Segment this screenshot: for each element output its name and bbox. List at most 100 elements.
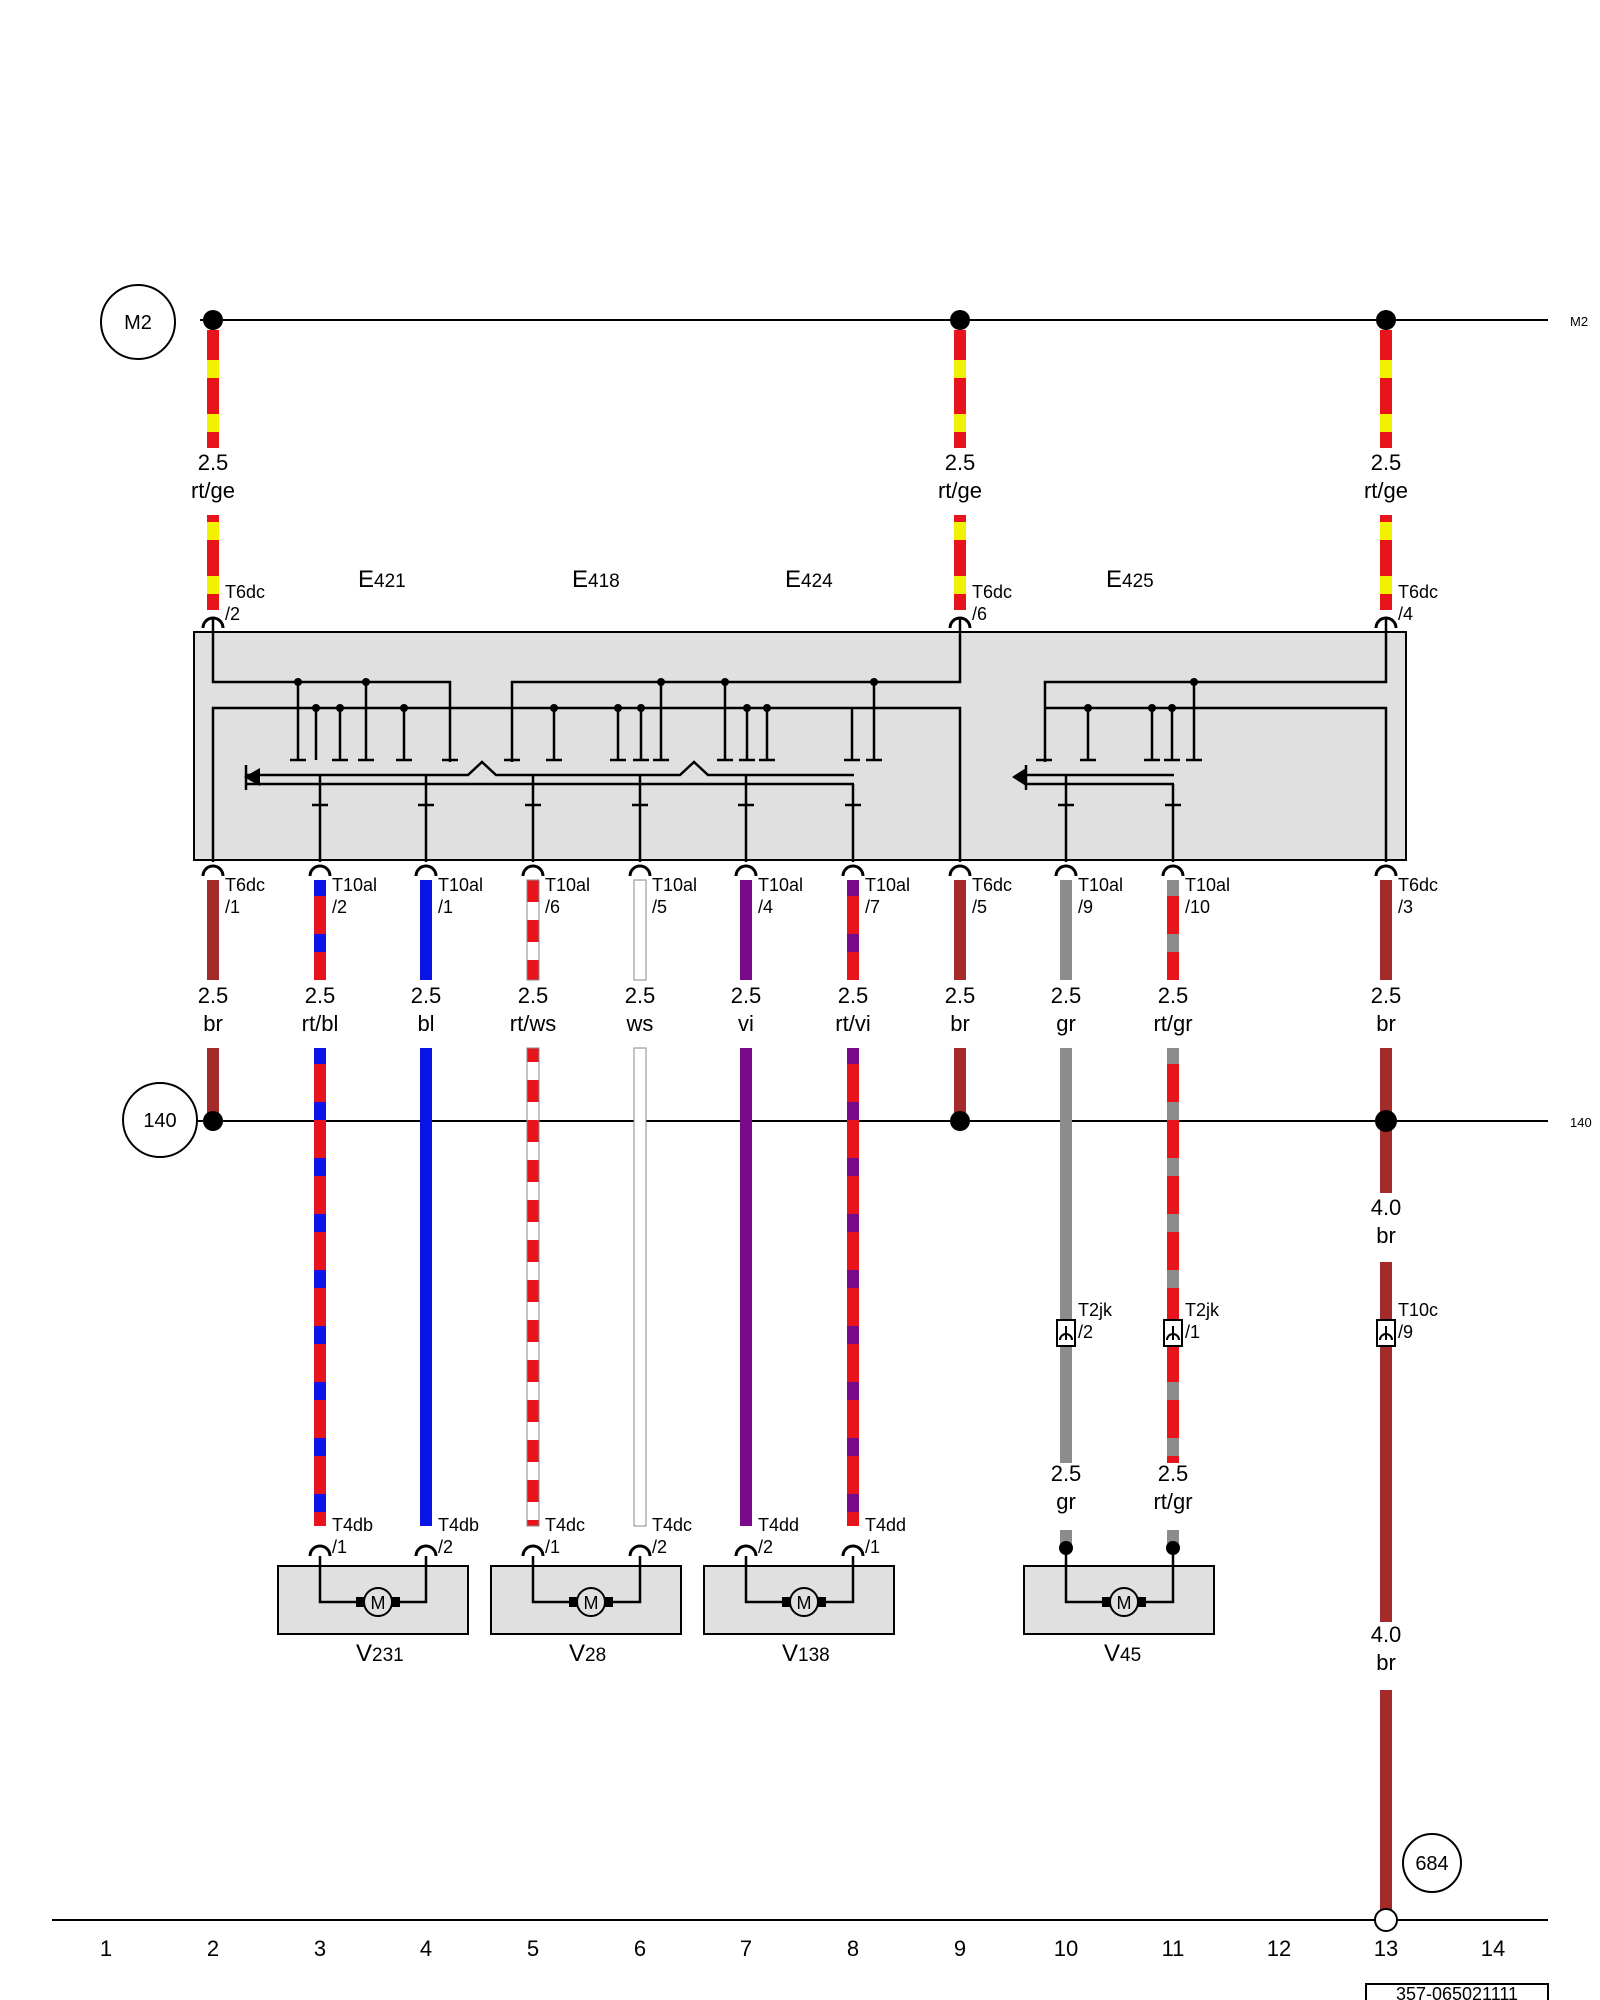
wire-br — [1380, 1262, 1392, 1622]
motor-symbol: M — [797, 1593, 812, 1613]
mid-wires-upper — [207, 879, 1392, 981]
wire-color: br — [950, 1011, 970, 1036]
pin-number: /6 — [545, 897, 560, 917]
junction-dot — [950, 1111, 970, 1131]
grid-number: 10 — [1054, 1936, 1078, 1961]
pin-name: T10al — [652, 875, 697, 895]
ref-684: 684 — [1402, 1833, 1462, 1893]
connector-pin-icon — [841, 864, 865, 877]
doc-number-box: 357-065021111 — [1365, 1983, 1549, 2000]
pin-name: T4db — [438, 1515, 479, 1535]
pin-name: T4db — [332, 1515, 373, 1535]
wire-br — [207, 880, 219, 980]
wire-br — [1380, 880, 1392, 980]
pin-number: /3 — [1398, 897, 1413, 917]
wire-rt-ge — [207, 330, 219, 448]
pin-number: /7 — [865, 897, 880, 917]
wire-ws — [633, 879, 647, 981]
wire-size: 2.5 — [1158, 1461, 1189, 1486]
wire-size: 2.5 — [945, 983, 976, 1008]
wire-rt-bl — [314, 1048, 326, 1526]
motor-label: V28 — [569, 1640, 606, 1667]
wire-size: 2.5 — [198, 450, 229, 475]
pin-number: /9 — [1078, 897, 1093, 917]
motor-icon — [789, 1587, 819, 1617]
wire-color: rt/bl — [302, 1011, 339, 1036]
wire-rt-gr — [1167, 880, 1179, 980]
wire-rt-vi — [847, 880, 859, 980]
grid-number: 9 — [954, 1936, 966, 1961]
wire-size: 2.5 — [1371, 983, 1402, 1008]
doc-number: 357-065021111 — [1396, 1984, 1518, 2000]
lower-wire-labels: 2.5 gr 2.5 rt/gr 4.0 br 4.0 br — [1051, 1195, 1402, 1675]
grid-number: 12 — [1267, 1936, 1291, 1961]
pin-name: T10al — [758, 875, 803, 895]
wire-vi — [740, 1048, 752, 1526]
motor-label: V231 — [356, 1640, 404, 1667]
bus-140-nodes — [203, 1110, 1397, 1132]
wire-color: br — [1376, 1650, 1396, 1675]
connector-pin: /1 — [1185, 1322, 1200, 1342]
mid-wire-labels: 2.5 br 2.5 rt/bl 2.5 bl 2.5 rt/ws 2.5 ws… — [198, 983, 1402, 1036]
junction-dot — [1376, 310, 1396, 330]
inline-connector-icon — [1163, 1319, 1183, 1347]
connector-pin-icon — [1054, 864, 1078, 877]
wire-rt-vi — [847, 1048, 859, 1526]
pin-name: T10al — [545, 875, 590, 895]
motor-pins: T4db /1 T4db /2 T4dc /1 T4dc /2 T4dd /2 … — [308, 1515, 906, 1557]
pin-name: T6dc — [225, 582, 265, 602]
pin-number: /10 — [1185, 897, 1210, 917]
wire-color: rt/gr — [1153, 1011, 1192, 1036]
pin-number: /2 — [758, 1537, 773, 1557]
pin-number: /1 — [545, 1537, 560, 1557]
pin-name: T10al — [438, 875, 483, 895]
junction-dot — [1375, 1110, 1397, 1132]
connector-pin-icon — [628, 1544, 652, 1557]
motor-icon — [576, 1587, 606, 1617]
ref-140-right: 140 — [1570, 1115, 1592, 1130]
pin-number: /2 — [332, 897, 347, 917]
connector-pin-icon — [1161, 864, 1185, 877]
lower-wires — [207, 1047, 1392, 1920]
junction-dot — [203, 310, 223, 330]
motor-symbol: M — [1117, 1593, 1132, 1613]
pin-name: T6dc — [225, 875, 265, 895]
pin-number: /1 — [438, 897, 453, 917]
connector-pin-icon — [308, 864, 332, 877]
wire-color: rt/vi — [835, 1011, 870, 1036]
control-unit: E421 E418 E424 E425 — [193, 566, 1438, 917]
junction-dot — [950, 310, 970, 330]
pin-name: T6dc — [972, 582, 1012, 602]
wire-size: 2.5 — [625, 983, 656, 1008]
motor-icon — [363, 1587, 393, 1617]
wire-bl — [420, 1048, 432, 1526]
connector-pin: /2 — [1078, 1322, 1093, 1342]
grid-number: 3 — [314, 1936, 326, 1961]
inline-connector-icon — [1056, 1319, 1076, 1347]
junction-dot — [203, 1111, 223, 1131]
internal-nodes — [294, 678, 1198, 712]
wire-size: 2.5 — [945, 450, 976, 475]
pin-number: /1 — [225, 897, 240, 917]
ref-m2-right: M2 — [1570, 314, 1588, 329]
connector-pin-icon — [414, 864, 438, 877]
wire-size: 2.5 — [731, 983, 762, 1008]
ref-684-label: 684 — [1415, 1853, 1448, 1875]
connector-pin-icon — [841, 1544, 865, 1557]
pin-name: T10al — [865, 875, 910, 895]
pin-name: T6dc — [972, 875, 1012, 895]
pin-name: T6dc — [1398, 582, 1438, 602]
wire-br — [207, 1048, 219, 1121]
wire-size: 4.0 — [1371, 1195, 1402, 1220]
motor-symbol: M — [584, 1593, 599, 1613]
wire-rt-ge — [207, 515, 219, 610]
grid-number: 14 — [1481, 1936, 1505, 1961]
wire-color: vi — [738, 1011, 754, 1036]
ref-circle-684 — [1402, 1833, 1462, 1893]
wire-gr — [1060, 880, 1072, 980]
wire-rt-ge — [1380, 330, 1392, 448]
pin-name: T10al — [1078, 875, 1123, 895]
motor-symbol: M — [371, 1593, 386, 1613]
wire-rt-ws — [526, 1047, 540, 1527]
